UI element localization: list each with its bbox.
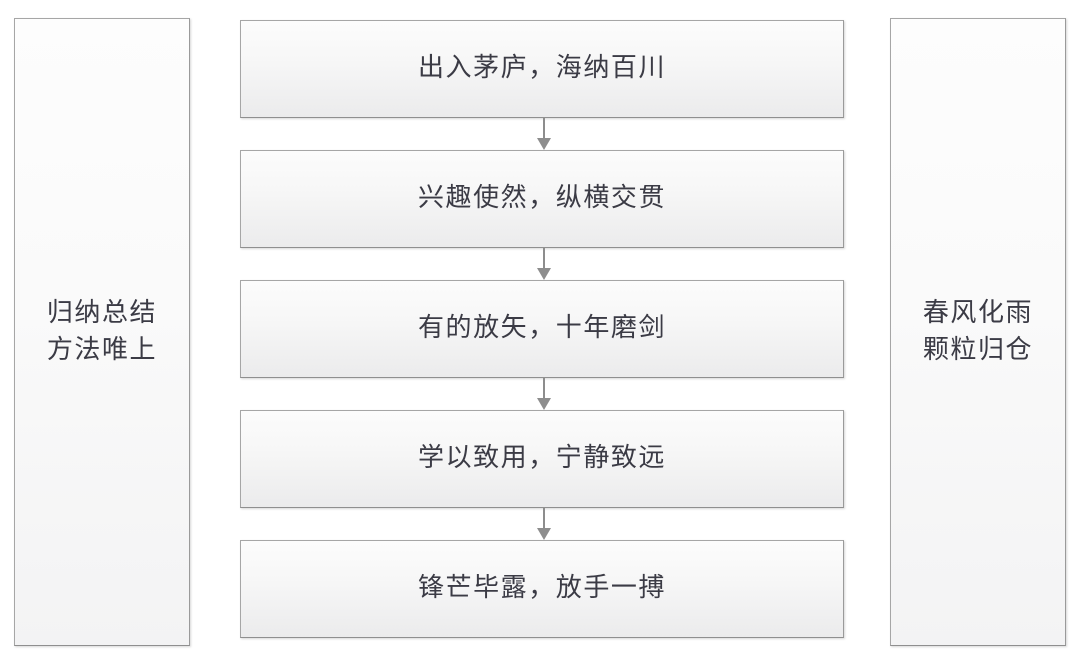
- arrow-down-icon-1: [537, 118, 551, 150]
- connector-shaft: [543, 508, 545, 529]
- flow-step-4[interactable]: 学以致用，宁静致远: [240, 410, 844, 508]
- arrow-down-icon-3: [537, 378, 551, 410]
- connector-shaft: [543, 248, 545, 269]
- flow-step-4-label: 学以致用，宁静致远: [417, 443, 667, 474]
- arrow-down-icon-4: [537, 508, 551, 540]
- left-sidebar-panel-label: 归纳总结 方法唯上: [46, 298, 158, 365]
- flow-step-1[interactable]: 出入茅庐，海纳百川: [240, 20, 844, 118]
- connector-arrowhead: [537, 138, 551, 150]
- right-sidebar-panel[interactable]: 春风化雨 颗粒归仓: [890, 18, 1066, 646]
- left-sidebar-panel[interactable]: 归纳总结 方法唯上: [14, 18, 190, 646]
- flow-step-5[interactable]: 锋芒毕露，放手一搏: [240, 540, 844, 638]
- connector-arrowhead: [537, 268, 551, 280]
- connector-shaft: [543, 378, 545, 399]
- connector-arrowhead: [537, 398, 551, 410]
- flow-step-3[interactable]: 有的放矢，十年磨剑: [240, 280, 844, 378]
- flow-step-5-label: 锋芒毕露，放手一搏: [417, 573, 667, 604]
- right-sidebar-panel-label: 春风化雨 颗粒归仓: [922, 298, 1034, 365]
- flow-step-3-label: 有的放矢，十年磨剑: [417, 313, 667, 344]
- arrow-down-icon-2: [537, 248, 551, 280]
- flow-step-2[interactable]: 兴趣使然，纵横交贯: [240, 150, 844, 248]
- connector-arrowhead: [537, 528, 551, 540]
- flow-step-1-label: 出入茅庐，海纳百川: [417, 53, 667, 84]
- flow-step-2-label: 兴趣使然，纵横交贯: [417, 183, 667, 214]
- connector-shaft: [543, 118, 545, 139]
